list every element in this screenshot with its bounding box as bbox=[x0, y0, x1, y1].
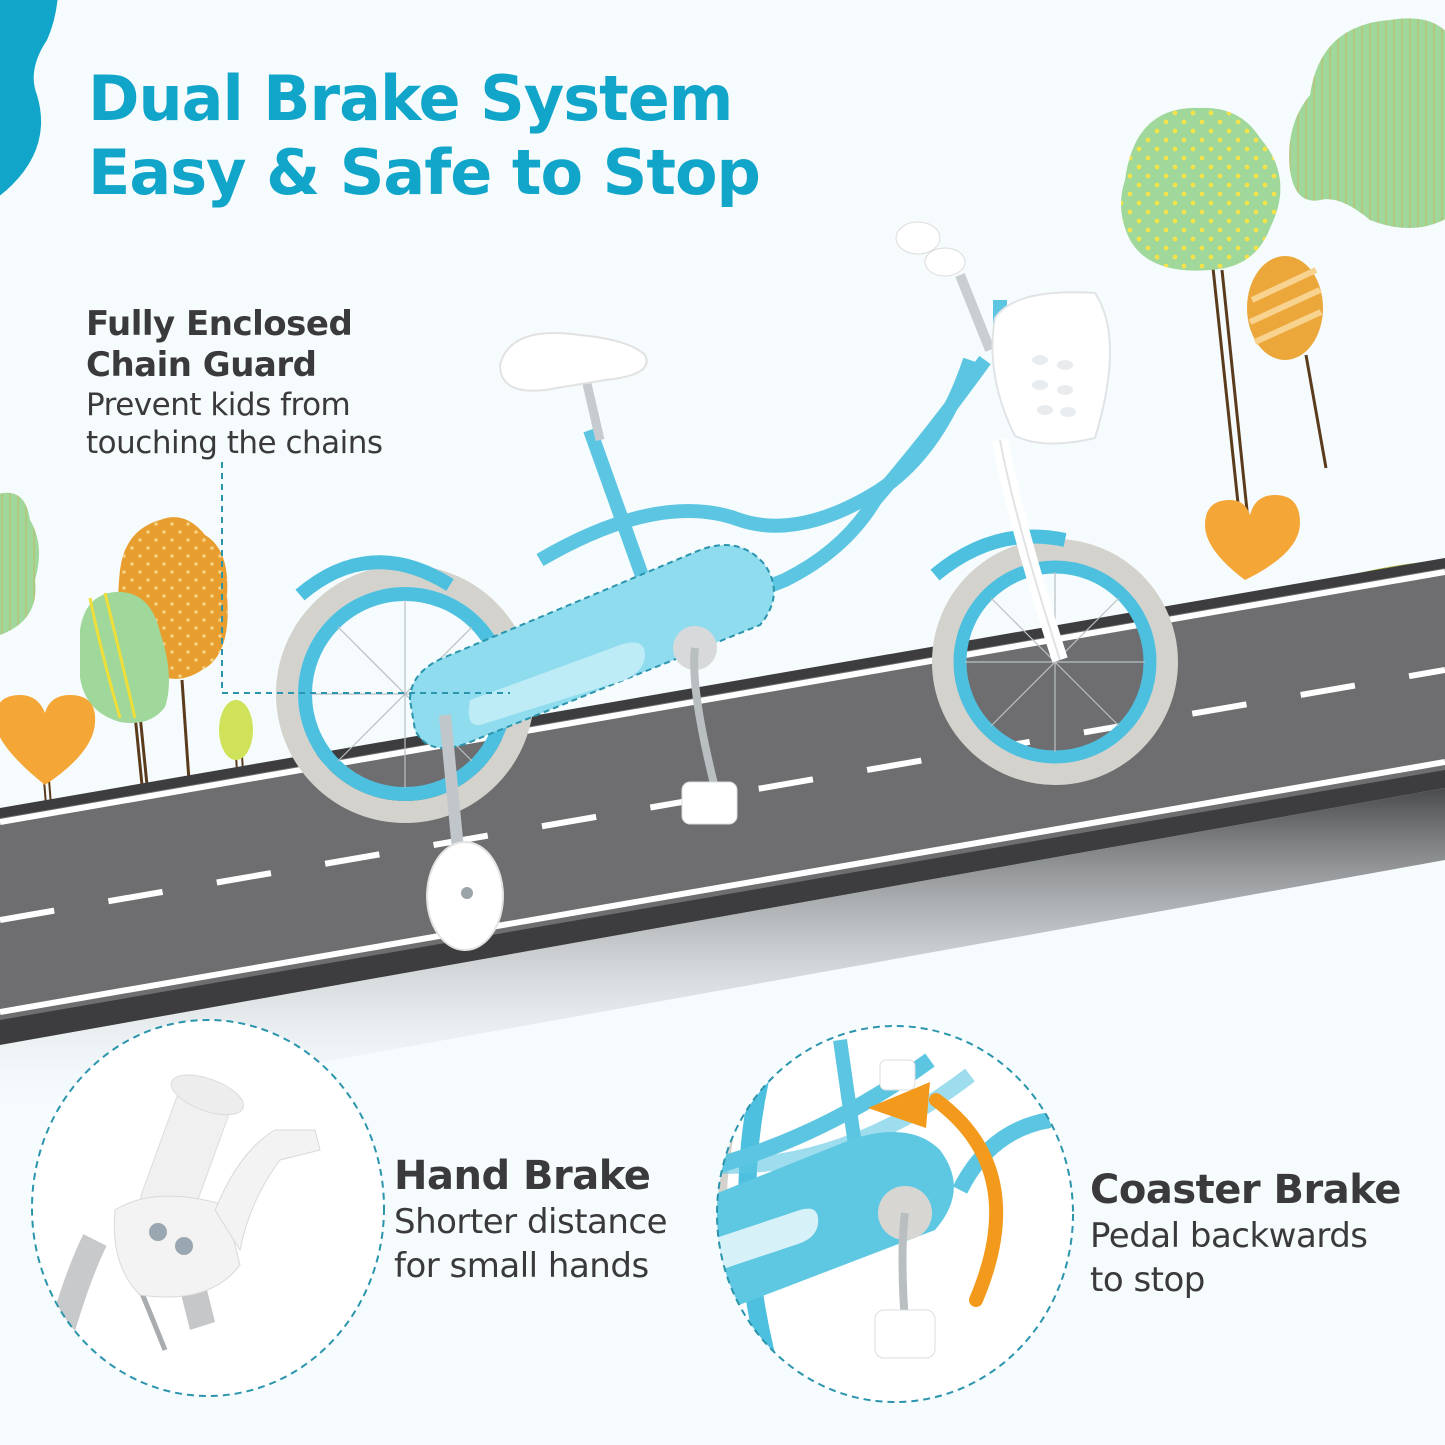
tree-orange-heart-right bbox=[1205, 495, 1300, 580]
feature-desc-line-2: to stop bbox=[1090, 1260, 1205, 1300]
chain-guard-leader-line bbox=[221, 462, 510, 694]
headline-line-1: Dual Brake System bbox=[88, 62, 733, 135]
feature-hand-brake: Hand Brake Shorter distance for small ha… bbox=[394, 1152, 668, 1288]
coaster-brake-zoom bbox=[717, 1026, 1073, 1402]
bike-illustration bbox=[276, 221, 1178, 951]
tree-green-dotted bbox=[1121, 107, 1281, 523]
curved-arrow-icon bbox=[868, 1082, 1004, 1307]
feature-title-line-2: Chain Guard bbox=[86, 345, 317, 385]
feature-coaster-brake: Coaster Brake Pedal backwards to stop bbox=[1090, 1166, 1401, 1302]
headline-line-2: Easy & Safe to Stop bbox=[88, 136, 761, 209]
headline: Dual Brake System Easy & Safe to Stop bbox=[88, 62, 761, 210]
feature-desc-line-1: Pedal backwards bbox=[1090, 1216, 1368, 1256]
tree-orange-heart-left bbox=[0, 695, 96, 806]
hand-brake-zoom bbox=[32, 1020, 384, 1396]
tree-green-striped-left bbox=[80, 591, 169, 796]
tree-green-hatched-left bbox=[0, 492, 39, 635]
feature-title: Hand Brake bbox=[394, 1153, 651, 1199]
feature-desc-line-2: touching the chains bbox=[86, 425, 383, 461]
tree-cloud-top-right bbox=[1289, 18, 1445, 228]
hand-brake-zoom-border bbox=[31, 1019, 385, 1397]
feature-title-line-1: Fully Enclosed bbox=[86, 304, 353, 344]
coaster-brake-zoom-border bbox=[716, 1025, 1074, 1403]
feature-desc-line-1: Shorter distance bbox=[394, 1202, 668, 1242]
feature-chain-guard: Fully Enclosed Chain Guard Prevent kids … bbox=[86, 304, 383, 462]
teal-blob-decoration bbox=[0, 0, 58, 196]
tree-orange-striped bbox=[1247, 256, 1328, 469]
feature-desc-line-2: for small hands bbox=[394, 1246, 649, 1286]
feature-desc-line-1: Prevent kids from bbox=[86, 387, 351, 423]
feature-title: Coaster Brake bbox=[1090, 1167, 1401, 1213]
